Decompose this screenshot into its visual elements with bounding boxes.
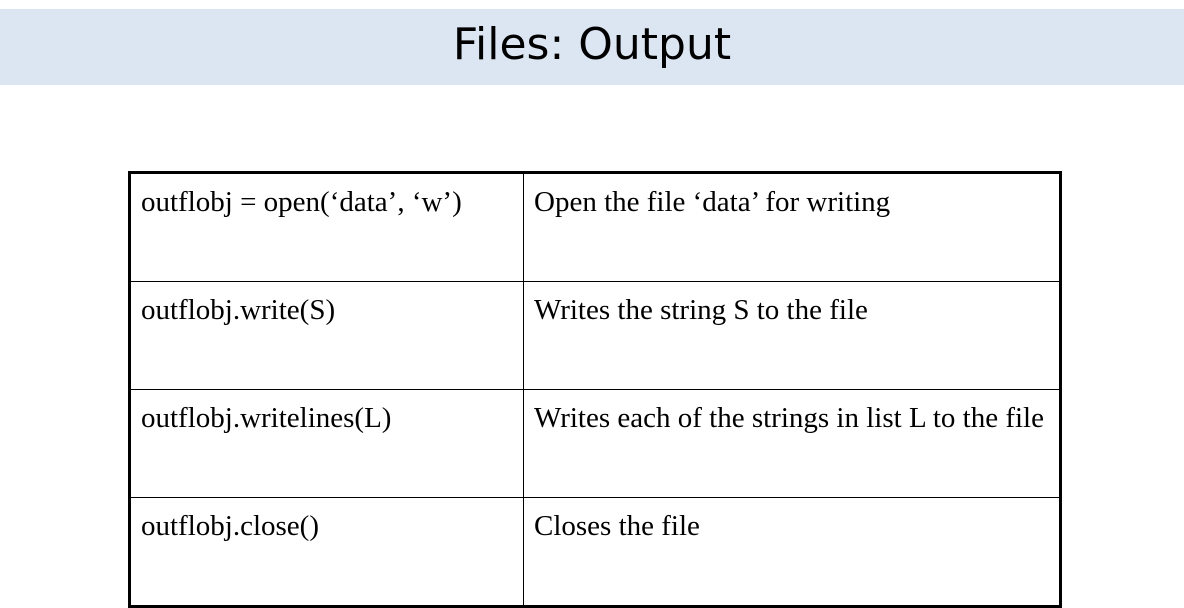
title-banner: Files: Output [0, 9, 1184, 85]
description-cell: Closes the file [523, 497, 1061, 607]
table-row: outflobj = open(‘data’, ‘w’) Open the fi… [129, 172, 1061, 282]
description-cell: Writes each of the strings in list L to … [523, 389, 1061, 498]
table-row: outflobj.write(S) Writes the string S to… [129, 281, 1061, 390]
table-row: outflobj.writelines(L) Writes each of th… [129, 389, 1061, 498]
method-cell: outflobj.writelines(L) [129, 389, 524, 498]
method-cell: outflobj = open(‘data’, ‘w’) [129, 172, 524, 282]
slide-title: Files: Output [452, 19, 732, 70]
table-row: outflobj.close() Closes the file [129, 497, 1061, 607]
method-cell: outflobj.close() [129, 497, 524, 607]
file-output-table: outflobj = open(‘data’, ‘w’) Open the fi… [128, 171, 1062, 608]
description-cell: Open the file ‘data’ for writing [523, 172, 1061, 282]
file-output-table-container: outflobj = open(‘data’, ‘w’) Open the fi… [128, 171, 1062, 608]
method-cell: outflobj.write(S) [129, 281, 524, 390]
description-cell: Writes the string S to the file [523, 281, 1061, 390]
